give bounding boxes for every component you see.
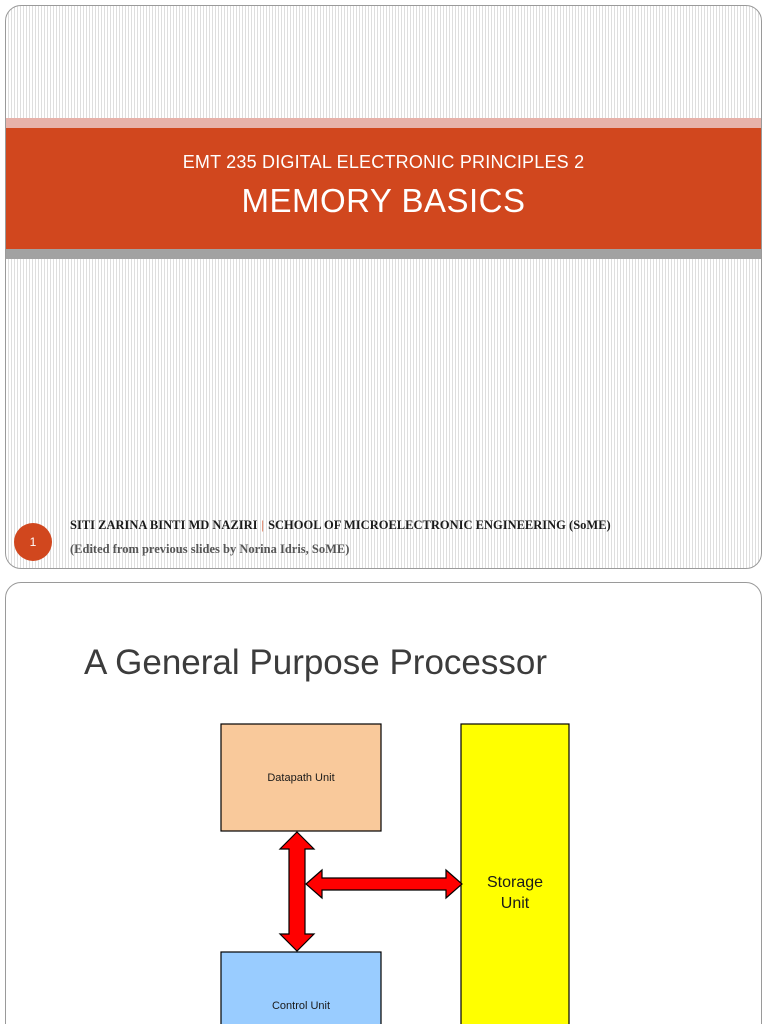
processor-slide: A General Purpose Processor Datapath Uni…	[5, 582, 762, 1024]
datapath-unit-box	[220, 723, 382, 832]
title-slide: EMT 235 DIGITAL ELECTRONIC PRINCIPLES 2 …	[5, 5, 762, 569]
slide-title-processor: A General Purpose Processor	[84, 643, 548, 682]
control-unit-box	[220, 951, 382, 1024]
title-band-bottom-stripe	[6, 249, 761, 259]
edited-note: (Edited from previous slides by Norina I…	[70, 542, 350, 556]
course-subtitle: EMT 235 DIGITAL ELECTRONIC PRINCIPLES 2	[182, 152, 585, 172]
storage-unit-label-line2: Unit	[501, 895, 530, 912]
datapath-unit-label: Datapath Unit	[267, 772, 334, 784]
storage-unit-box	[460, 723, 570, 1024]
slide-number: 1	[29, 535, 37, 549]
author-separator: |	[261, 518, 265, 532]
processor-diagram: Datapath Unit Control Unit Storage Unit	[220, 723, 570, 1024]
storage-unit-label-line1: Storage	[487, 874, 543, 891]
author-line: SITI ZARINA BINTI MD NAZIRI|SCHOOL OF MI…	[70, 518, 611, 533]
title-band	[6, 128, 761, 249]
vertical-double-arrow	[278, 831, 316, 952]
title-band-top-stripe	[6, 118, 761, 128]
slide-title: MEMORY BASICS	[241, 182, 526, 219]
school-name: SCHOOL OF MICROELECTRONIC ENGINEERING (S…	[268, 518, 611, 532]
slide-number-badge: 1	[14, 523, 52, 561]
control-unit-label: Control Unit	[272, 1000, 330, 1012]
author-name: SITI ZARINA BINTI MD NAZIRI	[70, 518, 258, 532]
horizontal-double-arrow	[305, 868, 463, 900]
